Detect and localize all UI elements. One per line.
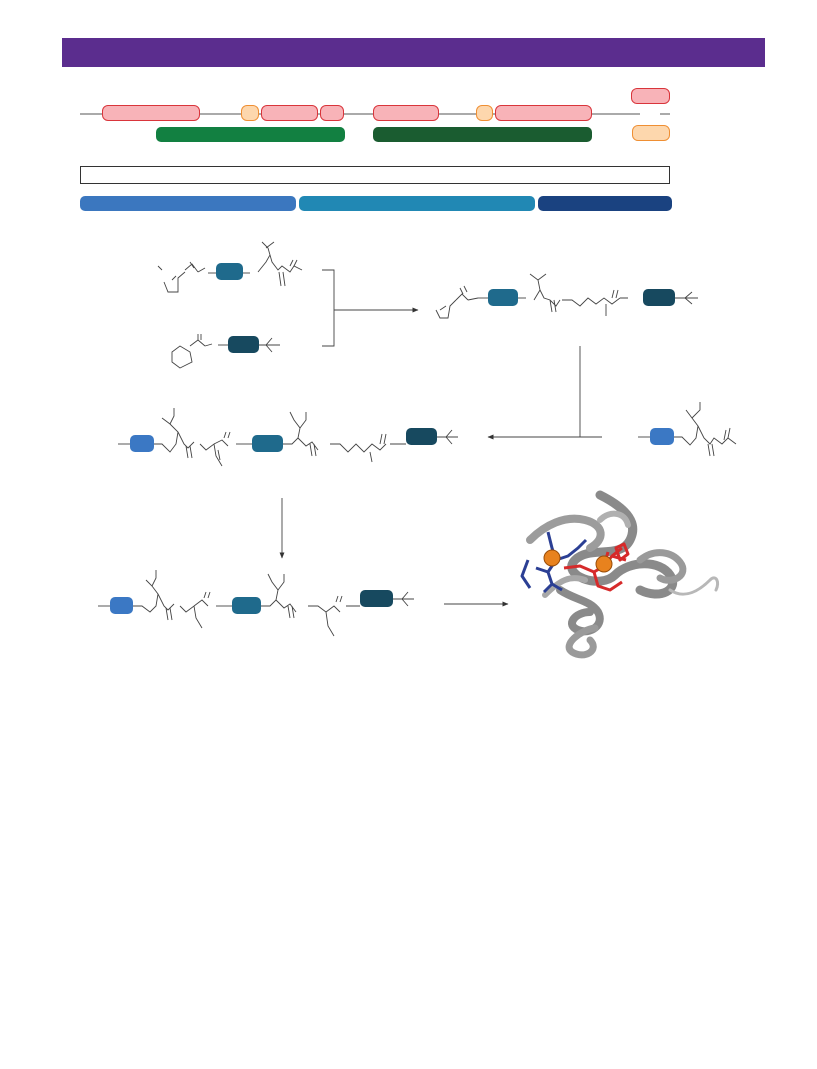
legend-swatch-pink (631, 88, 670, 104)
carrier-domain-f1 (110, 597, 133, 614)
carrier-domain-e2 (252, 435, 283, 452)
header-bar (62, 38, 765, 67)
carrier-domain-e3 (406, 428, 437, 445)
module-bar-1 (156, 127, 345, 142)
domain-pink-3 (320, 105, 344, 121)
domain-orange-1 (241, 105, 259, 121)
carrier-domain-b (228, 336, 259, 353)
legend-swatch-orange (632, 125, 670, 141)
segment-bar-2 (299, 196, 535, 211)
carrier-domain-a (216, 263, 243, 280)
domain-pink-2 (261, 105, 318, 121)
segment-bar-1 (80, 196, 296, 211)
domain-pink-4 (373, 105, 439, 121)
segment-bar-3 (538, 196, 672, 211)
protein-ribbon (526, 490, 720, 659)
carrier-domain-f2 (232, 597, 261, 614)
structure-substrate-d (638, 402, 737, 457)
structure-substrate-b (171, 334, 280, 369)
carrier-domain-c (488, 289, 518, 306)
merge-bracket (322, 269, 335, 347)
metal-sphere-icon (595, 555, 613, 573)
domain-pink-5 (495, 105, 592, 121)
structure-product-f (98, 570, 414, 637)
metal-sphere-icon (543, 549, 561, 567)
carrier-domain-f3 (360, 590, 393, 607)
carrier-domain-c2 (643, 289, 675, 306)
domain-pink-1 (102, 105, 200, 121)
structure-intermediate-c (435, 273, 698, 319)
carrier-domain-e1 (130, 435, 154, 452)
module-bar-2 (373, 127, 592, 142)
label-box (80, 166, 670, 184)
structure-intermediate-e (118, 408, 458, 467)
domain-orange-2 (476, 105, 493, 121)
structure-substrate-a (157, 241, 303, 293)
carrier-domain-d (650, 428, 674, 445)
